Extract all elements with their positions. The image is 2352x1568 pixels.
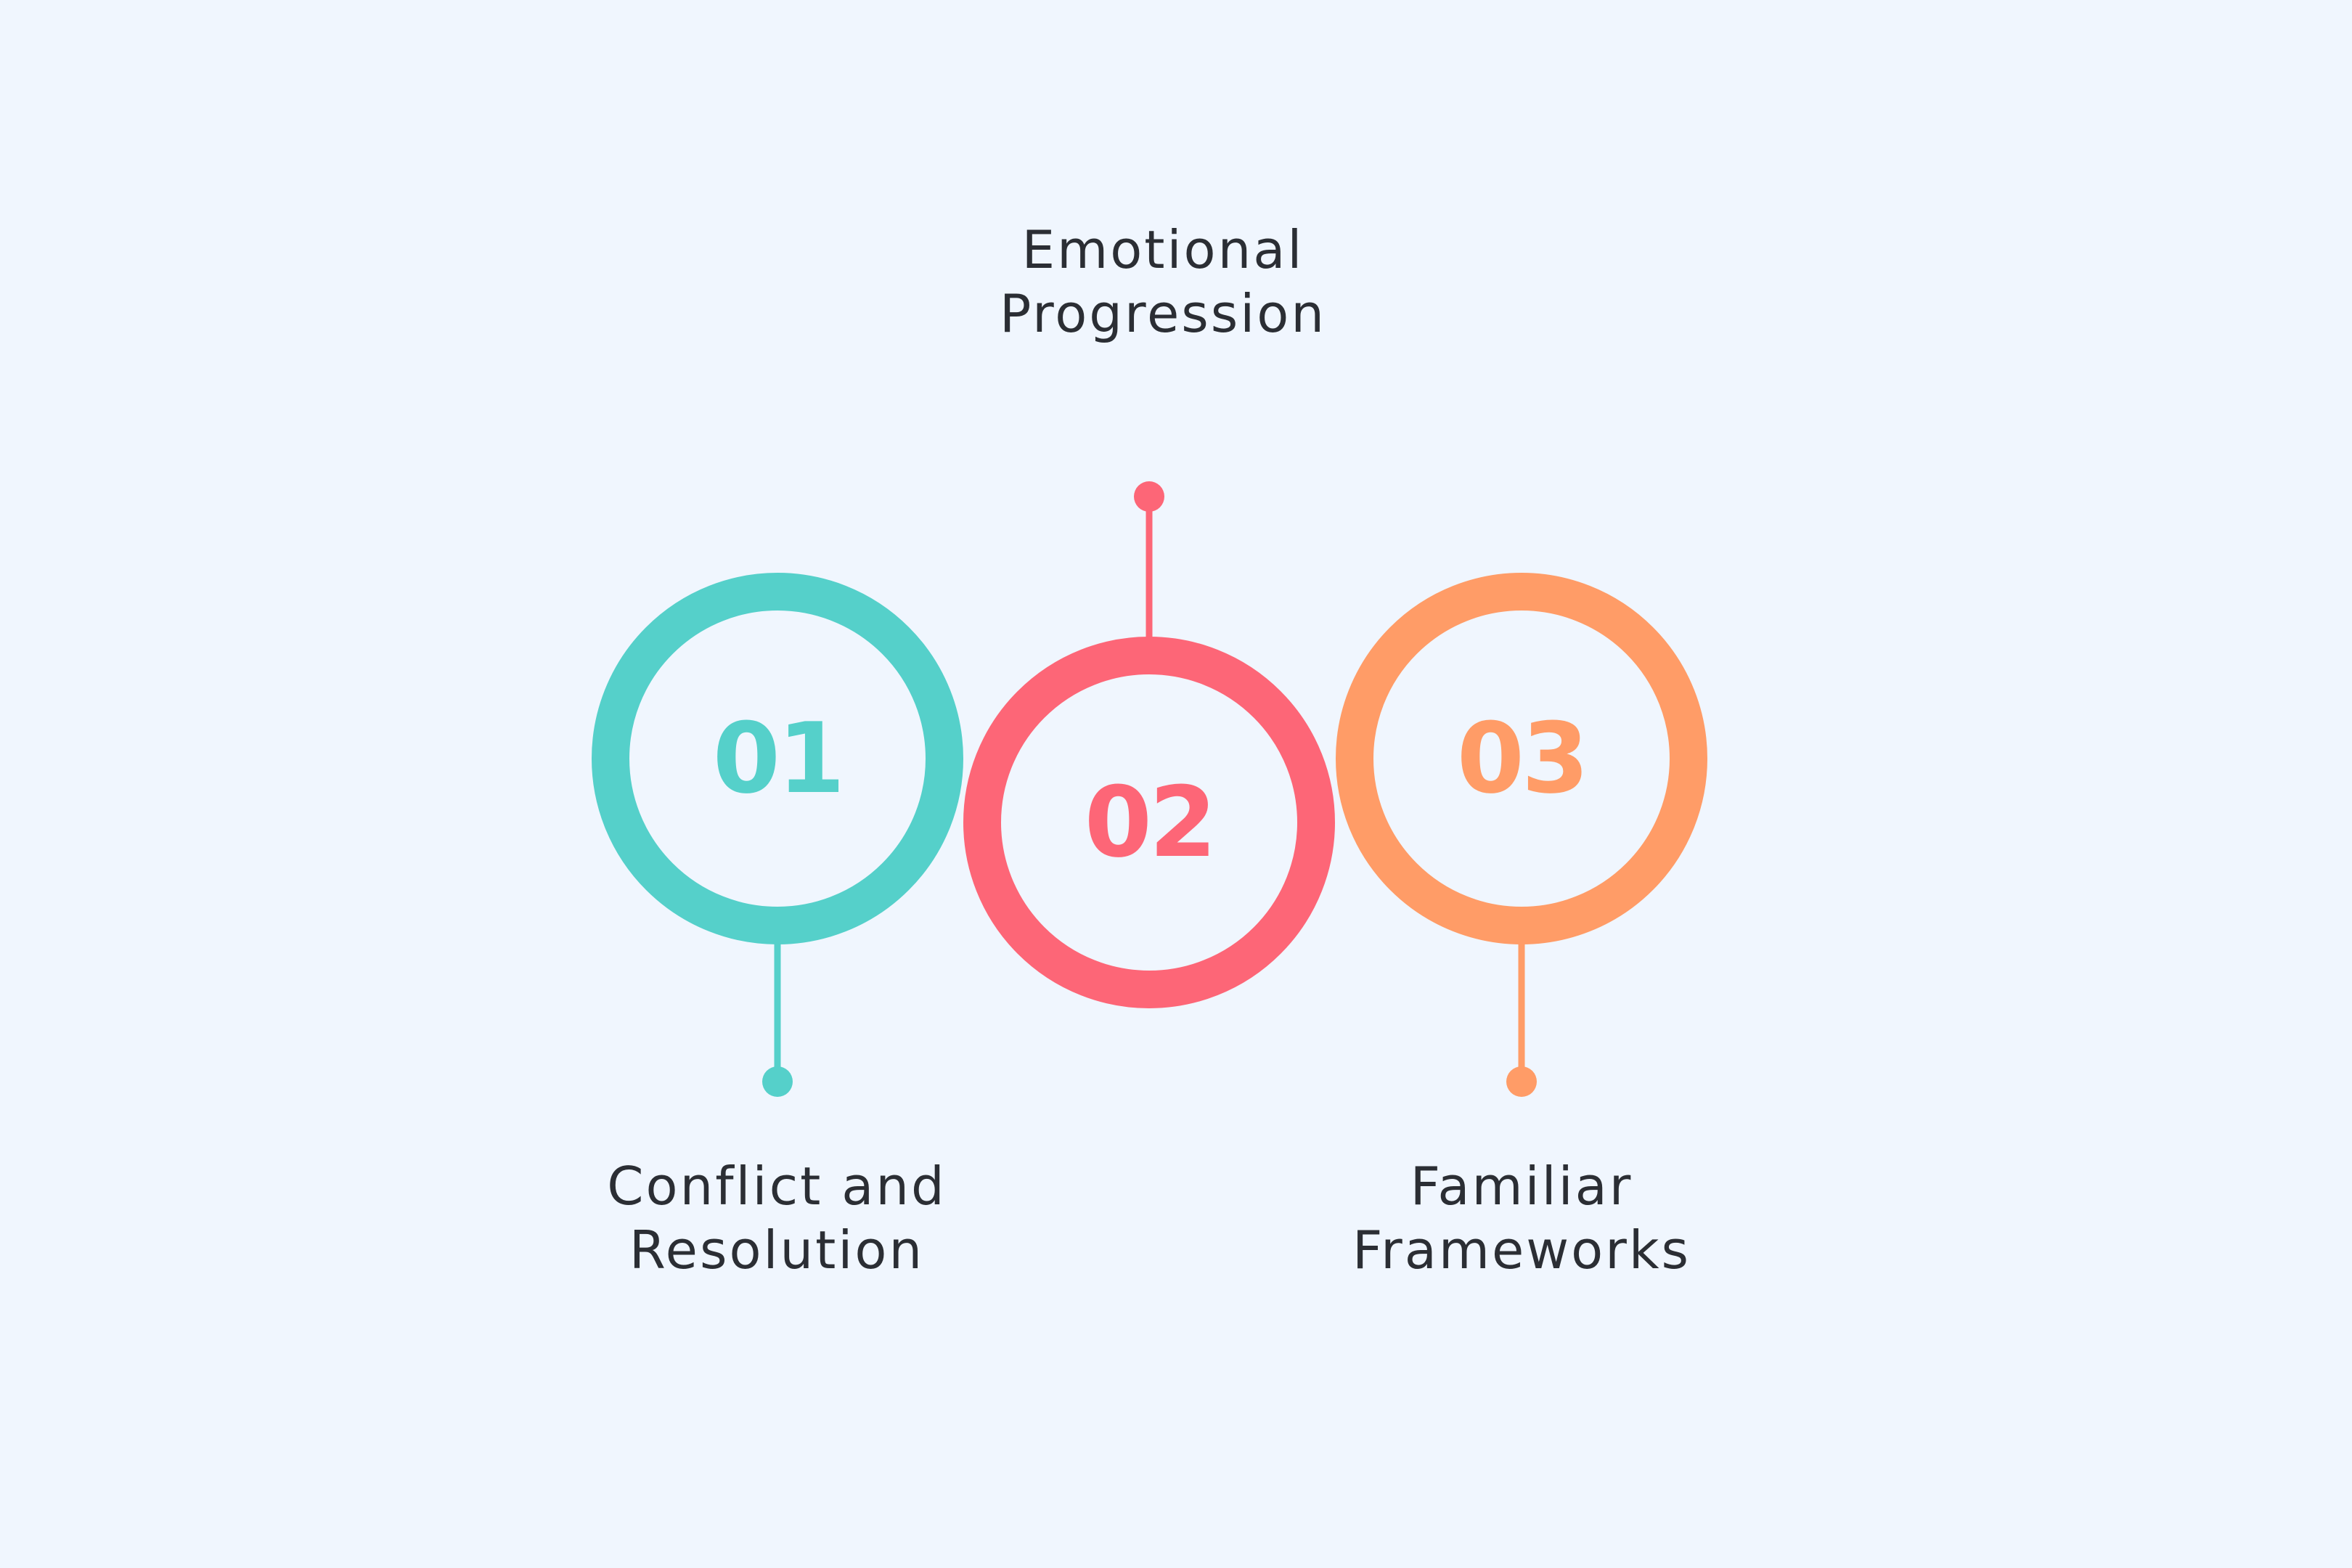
step-3-label-line-2: Frameworks [1352, 1220, 1691, 1281]
step-2-number: 02 [1085, 766, 1214, 879]
step-2-ring [963, 637, 1335, 1008]
step-3-number: 03 [1457, 702, 1586, 815]
step-3-label-line-1: Familiar [1410, 1156, 1633, 1217]
step-1-label-line-2: Resolution [629, 1220, 925, 1281]
step-1-ring [592, 573, 963, 944]
step-1-label-line-1: Conflict and [607, 1156, 947, 1217]
step-2-label-line-2: Progression [1000, 283, 1326, 344]
step-1: 01 [592, 573, 963, 1097]
step-2-label-line-1: Emotional [1021, 219, 1304, 280]
step-1-connector-dot [762, 1066, 793, 1097]
step-3-label: Familiar Frameworks [1267, 1154, 1776, 1282]
step-3-connector-dot [1506, 1066, 1537, 1097]
step-2-label: Emotional Progression [909, 218, 1417, 346]
step-3-ring [1336, 573, 1707, 944]
step-3: 03 [1336, 573, 1707, 1097]
step-1-label: Conflict and Resolution [523, 1154, 1031, 1282]
step-2-connector-dot [1134, 481, 1164, 512]
step-1-number: 01 [713, 702, 842, 815]
step-2: 02 [963, 481, 1335, 1008]
